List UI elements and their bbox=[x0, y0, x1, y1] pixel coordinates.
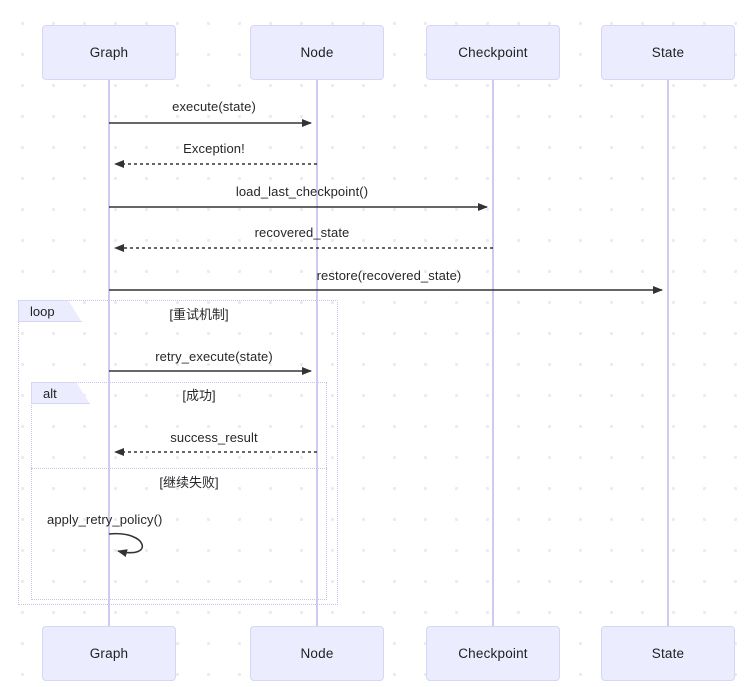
participant-label-graph-bottom: Graph bbox=[89, 646, 129, 661]
lifeline-graph bbox=[108, 80, 110, 626]
participant-label-node-bottom: Node bbox=[300, 646, 334, 661]
lifeline-checkpoint bbox=[492, 80, 494, 626]
participant-label-state-top: State bbox=[651, 45, 685, 60]
participant-box-checkpoint-top[interactable]: Checkpoint bbox=[426, 25, 560, 80]
alt-frame bbox=[31, 382, 327, 600]
message-label-recovered-state: recovered_state bbox=[254, 225, 350, 240]
participant-box-state-bottom[interactable]: State bbox=[601, 626, 735, 681]
participant-label-graph-top: Graph bbox=[89, 45, 129, 60]
participant-label-checkpoint-bottom: Checkpoint bbox=[458, 646, 528, 661]
participant-label-node-top: Node bbox=[300, 45, 334, 60]
participant-box-checkpoint-bottom[interactable]: Checkpoint bbox=[426, 626, 560, 681]
alt-frame-tag-label: alt bbox=[43, 385, 57, 401]
participant-box-graph-bottom[interactable]: Graph bbox=[42, 626, 176, 681]
message-label-success-result: success_result bbox=[170, 430, 258, 445]
alt-frame-tag: alt bbox=[31, 382, 90, 404]
alt-frame-else-condition: [继续失败] bbox=[159, 475, 219, 490]
participant-box-graph-top[interactable]: Graph bbox=[42, 25, 176, 80]
message-label-retry-execute: retry_execute(state) bbox=[155, 349, 273, 364]
loop-frame-tag-label: loop bbox=[30, 303, 55, 319]
participant-label-checkpoint-top: Checkpoint bbox=[458, 45, 528, 60]
participant-label-state-bottom: State bbox=[651, 646, 685, 661]
participant-box-node-top[interactable]: Node bbox=[250, 25, 384, 80]
message-label-exception: Exception! bbox=[183, 141, 245, 156]
loop-frame-tag: loop bbox=[18, 300, 82, 322]
message-label-apply-retry-policy: apply_retry_policy() bbox=[47, 512, 163, 527]
loop-frame bbox=[18, 300, 338, 605]
loop-frame-condition: [重试机制] bbox=[169, 307, 229, 322]
participant-box-node-bottom[interactable]: Node bbox=[250, 626, 384, 681]
alt-frame-condition: [成功] bbox=[182, 388, 216, 403]
lifeline-node bbox=[316, 80, 318, 626]
message-label-execute: execute(state) bbox=[172, 99, 256, 114]
participant-box-state-top[interactable]: State bbox=[601, 25, 735, 80]
message-label-load-last-checkpoint: load_last_checkpoint() bbox=[235, 184, 369, 199]
lifeline-state bbox=[667, 80, 669, 626]
alt-frame-divider bbox=[31, 468, 327, 469]
message-label-restore: restore(recovered_state) bbox=[316, 268, 462, 283]
